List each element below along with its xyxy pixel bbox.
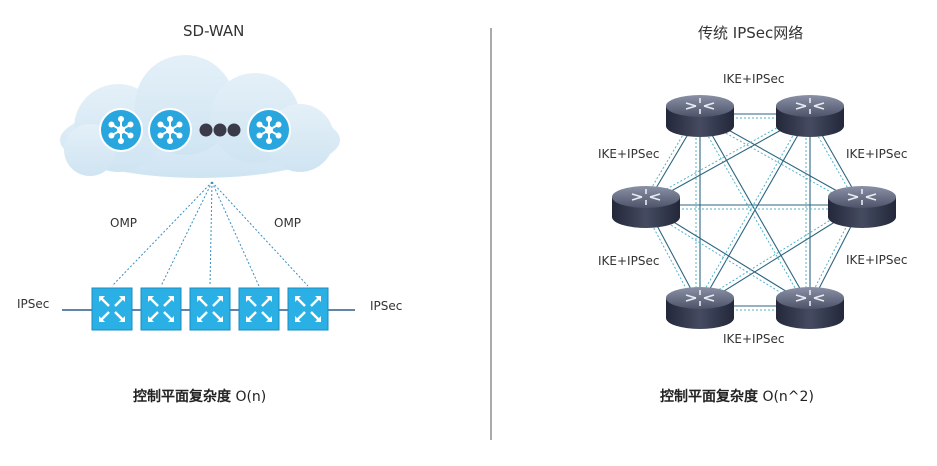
cloud-shape	[60, 55, 340, 178]
ike-label-lower-right: IKE+IPSec	[846, 253, 908, 267]
caption-value: O(n)	[235, 389, 267, 405]
omp-dashed-line	[211, 181, 260, 287]
switch-arrows-icon	[287, 287, 329, 331]
omp-connections	[111, 181, 309, 287]
mesh-link-dashed	[643, 110, 809, 202]
ipsec-label-left: IPSec	[17, 297, 50, 311]
mesh-link-dashed	[696, 111, 807, 305]
ellipsis-dot	[199, 123, 213, 137]
omp-label-left: OMP	[110, 216, 138, 230]
omp-dashed-line	[160, 181, 213, 287]
omp-dashed-line	[211, 181, 309, 287]
ellipsis-dot	[227, 123, 241, 137]
network-hub-icon	[99, 108, 143, 152]
sdwan-complexity-caption: 控制平面复杂度 O(n)	[133, 386, 266, 406]
ellipsis-dot	[213, 123, 227, 137]
caption-value: O(n^2)	[762, 389, 814, 405]
router-icon	[666, 287, 734, 329]
router-icon	[612, 186, 680, 228]
omp-label-right: OMP	[274, 216, 302, 230]
router-icon	[666, 95, 734, 137]
ipsec-label-right: IPSec	[370, 299, 403, 313]
switch-arrows-icon	[189, 287, 231, 331]
ipsec-complexity-caption: 控制平面复杂度 O(n^2)	[660, 386, 814, 406]
mesh-link-dashed	[642, 206, 697, 309]
router-icon	[776, 95, 844, 137]
switch-arrows-icon	[238, 287, 280, 331]
switch-arrows-icon	[91, 287, 133, 331]
switch-arrows-icon	[140, 287, 182, 331]
edge-switches	[91, 287, 329, 331]
routers	[612, 95, 896, 329]
network-hub-icon	[247, 108, 291, 152]
caption-bold: 控制平面复杂度	[133, 389, 231, 405]
omp-dashed-line	[209, 181, 213, 287]
ipsec-title: 传统 IPSec网络	[698, 24, 804, 42]
ike-label-top: IKE+IPSec	[723, 72, 785, 86]
router-icon	[776, 287, 844, 329]
omp-dashed-line	[111, 181, 213, 287]
caption-bold: 控制平面复杂度	[660, 389, 758, 405]
mesh-link-dashed	[696, 115, 807, 309]
network-hub-icon	[148, 108, 192, 152]
ike-label-bottom: IKE+IPSec	[723, 332, 785, 346]
router-icon	[828, 186, 896, 228]
ike-label-upper-left: IKE+IPSec	[598, 147, 660, 161]
mesh-link-dashed	[805, 202, 859, 305]
controllers	[99, 108, 291, 152]
sdwan-title: SD-WAN	[183, 22, 245, 40]
ike-label-upper-right: IKE+IPSec	[846, 147, 908, 161]
ike-label-lower-left: IKE+IPSec	[598, 254, 660, 268]
mesh-link-dashed	[697, 117, 861, 209]
mesh-link	[699, 113, 811, 307]
